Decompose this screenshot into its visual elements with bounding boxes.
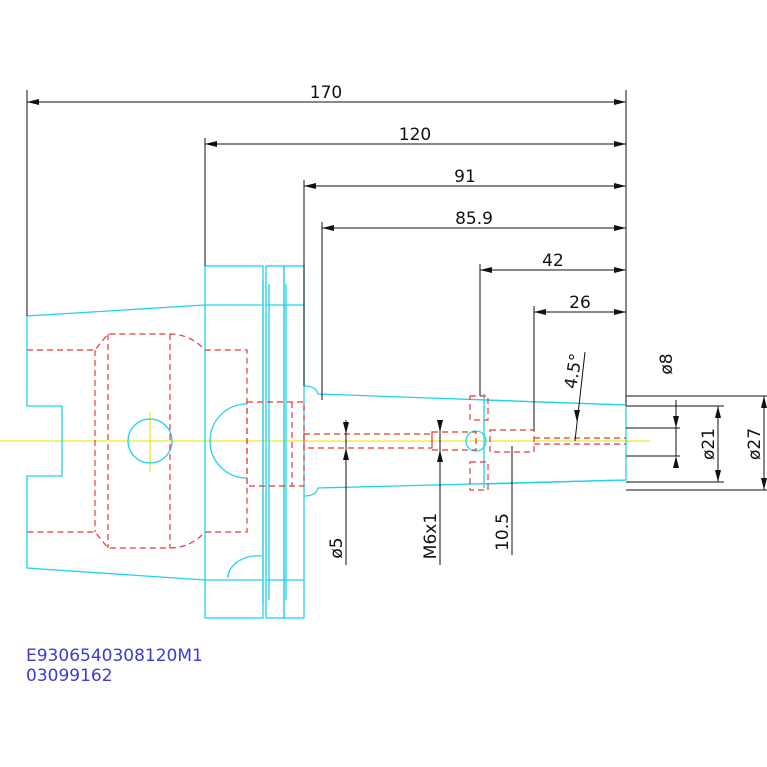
- nose-inner-bottom: [483, 479, 627, 485]
- arrow-42-l: [480, 267, 492, 273]
- arrow-dia21-t: [715, 406, 721, 418]
- label-dia8: ø8: [657, 353, 677, 374]
- label-42: 42: [542, 251, 564, 271]
- label-10-5: 10.5: [493, 513, 513, 551]
- dimension-lines: [26, 90, 767, 565]
- nose-inner-top: [483, 399, 627, 406]
- radial-hole-top: [469, 395, 489, 421]
- arrow-170-l: [27, 99, 39, 105]
- drive-slot-arc: [209, 403, 248, 479]
- nose-outline: [303, 385, 627, 497]
- tool-body-outline: [26, 265, 627, 619]
- arrow-dia21-b: [715, 470, 721, 482]
- taper-shank-outline: [26, 304, 206, 581]
- label-120: 120: [399, 125, 431, 145]
- label-angle: 4.5°: [561, 352, 587, 390]
- arrow-dia8-t: [673, 456, 679, 468]
- arrow-85-9-l: [322, 225, 334, 231]
- order-code: 03099162: [26, 666, 113, 686]
- arrowheads: [27, 99, 767, 490]
- arrow-85-9-r: [614, 225, 626, 231]
- label-26: 26: [569, 293, 591, 313]
- label-dia21: ø21: [699, 428, 719, 460]
- arrow-m6-t: [437, 420, 443, 432]
- arrow-91-r: [614, 183, 626, 189]
- label-dia27: ø27: [745, 428, 765, 460]
- lower-slot-arc: [227, 555, 263, 579]
- arrow-m6-b: [437, 450, 443, 462]
- arrow-26-r: [614, 309, 626, 315]
- part-number: E9306540308120M1: [26, 646, 203, 666]
- label-170: 170: [310, 83, 342, 103]
- arrow-dia5-t: [343, 422, 349, 434]
- label-m6x1: M6x1: [421, 513, 441, 559]
- arrow-120-l: [205, 141, 217, 147]
- arrow-42-r: [614, 267, 626, 273]
- hidden-lines: [27, 333, 626, 549]
- arrow-120-r: [614, 141, 626, 147]
- arrow-dia27-b: [761, 478, 767, 490]
- flange-bore: [246, 401, 305, 487]
- arrow-dia8-b: [673, 416, 679, 428]
- leader-angle: [574, 351, 586, 442]
- cross-hole: [465, 430, 487, 452]
- arrow-angle: [574, 410, 580, 422]
- arrow-91-l: [304, 183, 316, 189]
- arrow-26-l: [534, 309, 546, 315]
- shank-hole: [127, 418, 173, 464]
- label-dia5: ø5: [327, 537, 347, 558]
- radial-hole-bottom: [469, 461, 489, 491]
- thread-bore: [431, 431, 477, 451]
- arrow-170-r: [614, 99, 626, 105]
- front-bore: [489, 429, 535, 453]
- label-85-9: 85.9: [455, 209, 493, 229]
- arrow-dia5-b: [343, 448, 349, 460]
- dimension-labels: 170 120 91 85.9 42 26 4.5° ø8 ø21 ø27 ø5…: [310, 83, 765, 559]
- arrow-dia27-t: [761, 396, 767, 408]
- centerline: [0, 412, 650, 472]
- collar-outline-2: [283, 265, 305, 619]
- label-91: 91: [454, 167, 476, 187]
